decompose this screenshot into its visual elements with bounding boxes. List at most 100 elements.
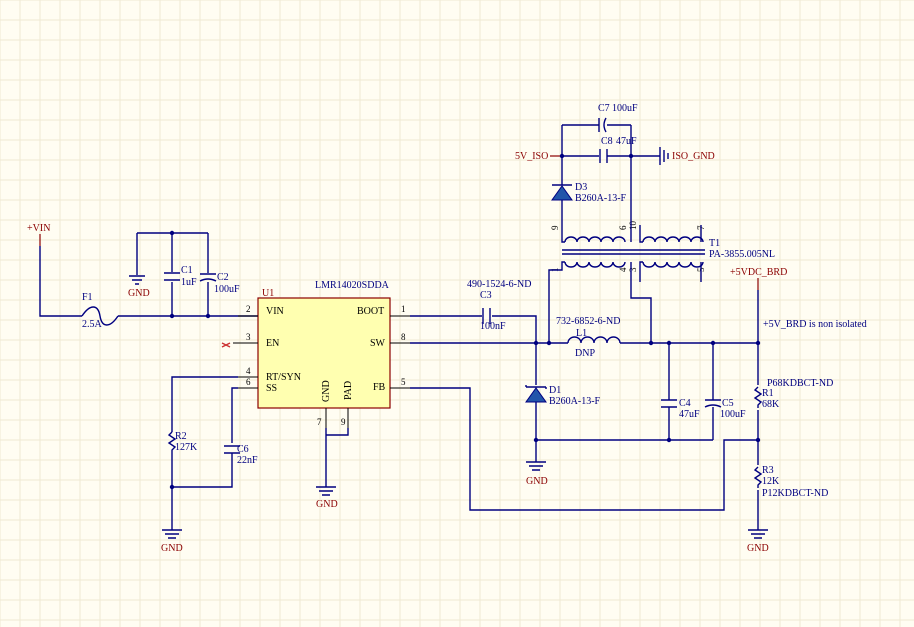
svg-text:C5: C5 xyxy=(722,398,734,409)
svg-text:R2: R2 xyxy=(175,431,187,442)
svg-text:732-6852-6-ND: 732-6852-6-ND xyxy=(556,316,620,327)
svg-text:100uF: 100uF xyxy=(612,103,638,114)
wire-d1 xyxy=(535,343,713,441)
wire-rt-ss xyxy=(171,376,238,488)
svg-text:GND: GND xyxy=(128,288,150,299)
wire-secondary xyxy=(561,124,660,225)
wire-output-caps xyxy=(668,343,714,440)
gnd-symbol-r2: GND xyxy=(161,529,183,554)
svg-text:490-1524-6-ND: 490-1524-6-ND xyxy=(467,279,531,290)
iso-gnd-symbol: ISO_GND xyxy=(659,147,715,165)
diode-d1: D1 B260A-13-F xyxy=(525,385,601,407)
svg-text:4: 4 xyxy=(246,366,251,376)
svg-text:5V_ISO: 5V_ISO xyxy=(515,151,548,162)
junction xyxy=(559,153,565,159)
ic-u1: U1 LMR14020SDDA VIN EN RT/SYN SS BOOT SW… xyxy=(257,280,391,409)
svg-text:GND: GND xyxy=(161,543,183,554)
svg-text:FB: FB xyxy=(373,382,386,393)
junction xyxy=(533,437,539,443)
wire-t1-top xyxy=(561,125,702,243)
svg-text:6: 6 xyxy=(618,225,628,230)
svg-text:47uF: 47uF xyxy=(679,409,700,420)
svg-text:R3: R3 xyxy=(762,465,774,476)
svg-text:100uF: 100uF xyxy=(720,409,746,420)
junction xyxy=(666,437,672,443)
gnd-symbol-r3: GND xyxy=(747,529,769,554)
svg-text:C7: C7 xyxy=(598,103,610,114)
svg-text:C4: C4 xyxy=(679,398,691,409)
resistor-r2: R2 127K xyxy=(167,431,198,453)
vin-net-port: +VIN xyxy=(27,223,50,246)
capacitor-c5: C5 100uF xyxy=(704,398,746,420)
isolation-note: +5V_BRD is non isolated xyxy=(763,319,867,330)
ic-pins: 2 3 4 6 1 8 5 7 9 xyxy=(233,304,410,428)
svg-text:D3: D3 xyxy=(575,182,587,193)
diode-d3: D3 B260A-13-F xyxy=(551,182,627,204)
svg-text:GND: GND xyxy=(316,499,338,510)
svg-text:PA-3855.005NL: PA-3855.005NL xyxy=(709,249,775,260)
svg-text:8: 8 xyxy=(401,332,406,342)
gnd-symbol-input: GND xyxy=(128,275,150,299)
gnd-symbol-d1: GND xyxy=(526,461,548,487)
svg-text:SS: SS xyxy=(266,383,277,394)
svg-text:10: 10 xyxy=(628,221,638,231)
svg-text:C8: C8 xyxy=(601,136,613,147)
capacitor-c3: 490-1524-6-ND C3 100nF xyxy=(467,279,531,332)
svg-text:P12KDBCT-ND: P12KDBCT-ND xyxy=(762,488,828,499)
svg-text:SW: SW xyxy=(370,338,386,349)
capacitor-c8: C8 47uF xyxy=(599,136,637,163)
svg-text:VIN: VIN xyxy=(266,306,284,317)
junction xyxy=(169,484,175,490)
svg-text:6: 6 xyxy=(246,377,251,387)
svg-text:+VIN: +VIN xyxy=(27,223,50,234)
no-connect-marker xyxy=(221,342,231,348)
resistor-r1: P68KDBCT-ND R1 68K xyxy=(753,378,833,410)
wire-input-caps xyxy=(136,232,209,316)
transformer-t1: T1 PA-3855.005NL 9 6 10 7 1 4 3 5 xyxy=(550,221,775,273)
svg-text:127K: 127K xyxy=(175,442,198,453)
svg-text:PAD: PAD xyxy=(343,381,354,400)
svg-text:3: 3 xyxy=(628,267,638,272)
wire-t1-bottom xyxy=(548,261,702,343)
svg-text:9: 9 xyxy=(550,225,560,230)
svg-text:4: 4 xyxy=(618,267,628,272)
svg-text:C6: C6 xyxy=(237,444,249,455)
svg-text:100nF: 100nF xyxy=(480,321,506,332)
svg-text:7: 7 xyxy=(317,417,322,427)
v5-brd-net-port: +5VDC_BRD xyxy=(730,267,787,290)
svg-text:GND: GND xyxy=(321,380,332,402)
capacitor-c6: C6 22nF xyxy=(224,444,258,466)
svg-text:ISO_GND: ISO_GND xyxy=(672,151,715,162)
svg-text:1: 1 xyxy=(401,304,406,314)
svg-text:C1: C1 xyxy=(181,265,193,276)
svg-text:+5VDC_BRD: +5VDC_BRD xyxy=(730,267,787,278)
fuse-f1: F1 2.5A xyxy=(81,292,119,330)
svg-text:2.5A: 2.5A xyxy=(82,319,103,330)
ic-part-number: LMR14020SDDA xyxy=(315,280,390,291)
svg-text:22nF: 22nF xyxy=(237,455,258,466)
svg-text:R1: R1 xyxy=(762,388,774,399)
gnd-symbol-ic: GND xyxy=(316,486,338,510)
resistor-r3: R3 12K P12KDBCT-ND xyxy=(753,465,828,499)
svg-text:EN: EN xyxy=(266,338,279,349)
junction xyxy=(169,313,175,319)
svg-text:T1: T1 xyxy=(709,238,720,249)
inductor-l1: 732-6852-6-ND L1 DNP xyxy=(556,316,621,359)
svg-text:GND: GND xyxy=(747,543,769,554)
wire-feedback xyxy=(410,387,758,511)
svg-text:5: 5 xyxy=(401,377,406,387)
svg-text:100uF: 100uF xyxy=(214,284,240,295)
wire-boot xyxy=(410,315,537,343)
junction xyxy=(205,313,211,319)
svg-text:B260A-13-F: B260A-13-F xyxy=(575,193,627,204)
capacitor-c1: C1 1uF xyxy=(164,265,197,288)
svg-text:68K: 68K xyxy=(762,399,780,410)
ic-ref: U1 xyxy=(262,288,274,299)
junction xyxy=(628,153,634,159)
svg-text:DNP: DNP xyxy=(575,348,595,359)
svg-text:L1: L1 xyxy=(576,328,587,339)
svg-text:3: 3 xyxy=(246,332,251,342)
svg-text:RT/SYN: RT/SYN xyxy=(266,372,301,383)
